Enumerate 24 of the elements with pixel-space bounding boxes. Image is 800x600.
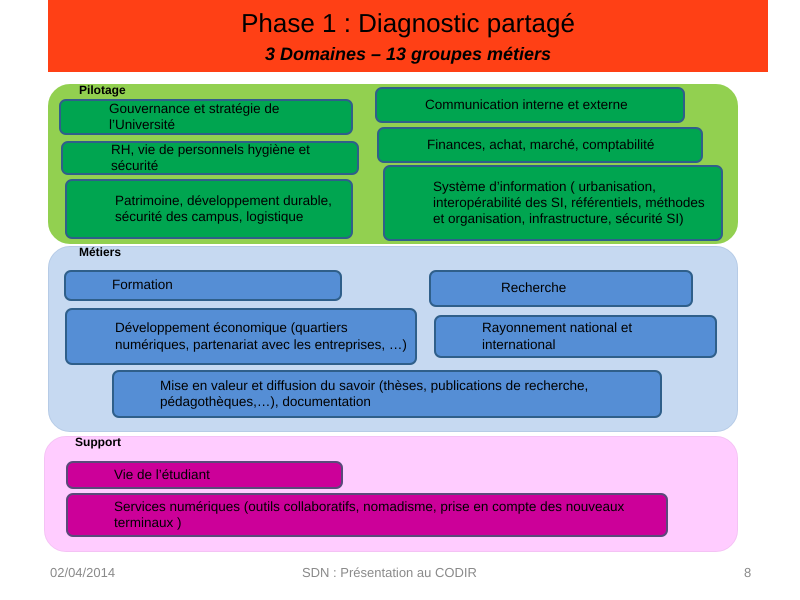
domain-panel	[48, 84, 738, 244]
group-box: Recherche	[429, 270, 693, 307]
footer-text: SDN : Présentation au CODIR	[302, 565, 477, 580]
page-number: 8	[744, 565, 752, 580]
group-box: Rayonnement national et international	[434, 315, 717, 358]
group-box: Communication interne et externe	[375, 87, 685, 123]
title-heading: Phase 1 : Diagnostic partagé	[240, 8, 576, 39]
group-box: Système d’information ( urbanisation, interopérabilité des SI, référentiels, méthodes et organisation, infrastructure, sécurité SI)	[383, 165, 723, 241]
group-box: Vie de l’étudiant	[66, 461, 343, 489]
group-box: Finances, achat, marché, comptabilité	[377, 127, 703, 163]
group-box: Gouvernance et stratégie de l’Université	[59, 99, 353, 135]
domain-panel	[48, 246, 738, 432]
group-box: Mise en valeur et diffusion du savoir (thèses, publications de recherche, pédagothèques,…), documentation	[112, 370, 662, 418]
footer-date: 02/04/2014	[50, 565, 116, 580]
group-box: Patrimoine, développement durable, sécurité des campus, logistique	[65, 179, 353, 239]
subtitle: 3 Domaines – 13 groupes métiers	[264, 44, 552, 65]
group-title: Métiers	[79, 245, 122, 259]
group-box: RH, vie de personnels hygiène et sécurité	[61, 141, 359, 175]
group-title: Pilotage	[79, 83, 126, 97]
group-box: Développement économique (quartiers numériques, partenariat avec les entreprises, …)	[65, 308, 417, 365]
domain-panel	[44, 436, 738, 552]
group-box: Services numériques (outils collaboratifs, nomadisme, prise en compte des nouveaux terminaux )	[66, 493, 668, 537]
group-title: Support	[75, 435, 121, 449]
group-box: Formation	[64, 270, 342, 301]
